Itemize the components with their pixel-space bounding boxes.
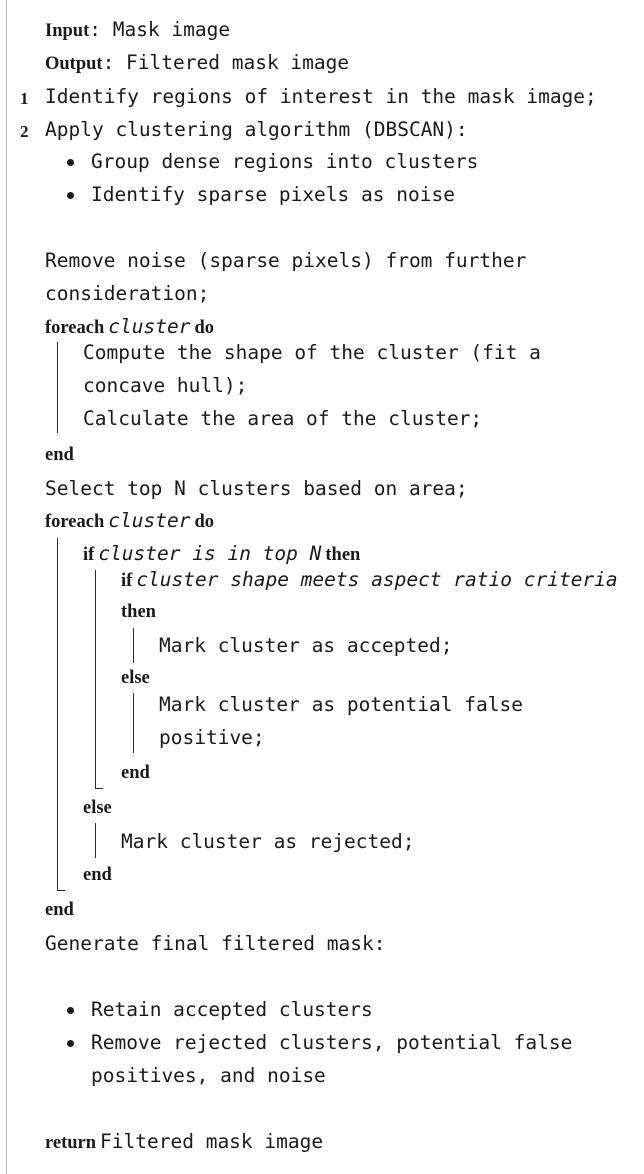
input-line: Input: Mask image bbox=[45, 20, 230, 41]
foreach-keyword: foreach bbox=[45, 318, 105, 338]
do-keyword: do bbox=[194, 512, 214, 532]
bullet-remove-rejected-2: positives, and noise bbox=[91, 1064, 326, 1087]
if-keyword: if bbox=[83, 545, 95, 565]
mark-accepted: Mark cluster as accepted; bbox=[159, 634, 453, 657]
bullet-remove-rejected-1: Remove rejected clusters, potential fals… bbox=[91, 1031, 573, 1054]
loop1-compute-shape-2: concave hull); bbox=[83, 374, 248, 397]
algorithm-frame-border bbox=[6, 0, 7, 1174]
foreach-keyword: foreach bbox=[45, 512, 105, 532]
end-foreach-2: end bbox=[45, 900, 74, 920]
else-keyword: else bbox=[121, 668, 150, 688]
foreach-line-1: foreach cluster do bbox=[45, 317, 214, 338]
bullet-dot bbox=[67, 1007, 74, 1014]
else-keyword: else bbox=[83, 798, 112, 818]
if-shape-line: if cluster shape meets aspect ratio crit… bbox=[121, 570, 640, 591]
step-apply-clustering: Apply clustering algorithm (DBSCAN): bbox=[45, 118, 468, 141]
end-foreach-1: end bbox=[45, 445, 74, 465]
mark-potential-2: positive; bbox=[159, 726, 265, 749]
do-keyword: do bbox=[194, 318, 214, 338]
end-inner-if: end bbox=[121, 763, 150, 783]
input-text: : Mask image bbox=[89, 18, 231, 41]
block-bar-then bbox=[133, 628, 134, 663]
select-top-n: Select top N clusters based on area; bbox=[45, 477, 468, 500]
then-keyword: then bbox=[325, 545, 361, 565]
return-value: Filtered mask image bbox=[100, 1130, 324, 1153]
loop1-compute-shape-1: Compute the shape of the cluster (fit a bbox=[83, 341, 541, 364]
block-bar-foreach-2 bbox=[57, 538, 58, 890]
block-bar-tick bbox=[95, 788, 103, 789]
bullet-retain-accepted: Retain accepted clusters bbox=[91, 998, 373, 1021]
cluster-variable: cluster bbox=[108, 509, 191, 532]
return-keyword: return bbox=[45, 1133, 97, 1153]
block-bar-if-top-n bbox=[95, 570, 96, 788]
remove-noise-line-1: Remove noise (sparse pixels) from furthe… bbox=[45, 249, 527, 272]
if-top-n-line: if cluster is in top N then bbox=[83, 544, 360, 565]
line-number-2: 2 bbox=[20, 122, 29, 141]
bullet-dot bbox=[67, 159, 74, 166]
return-line: return Filtered mask image bbox=[45, 1132, 323, 1153]
foreach-line-2: foreach cluster do bbox=[45, 511, 214, 532]
mark-potential-1: Mark cluster as potential false bbox=[159, 693, 523, 716]
condition-shape: cluster shape meets aspect ratio criteri… bbox=[136, 570, 618, 591]
block-bar-else-rejected bbox=[95, 823, 96, 858]
end-if-top-n: end bbox=[83, 865, 112, 885]
bullet-dot bbox=[67, 192, 74, 199]
output-line: Output: Filtered mask image bbox=[45, 53, 349, 74]
block-bar-foreach-1 bbox=[57, 342, 58, 433]
input-keyword: Input bbox=[45, 21, 90, 41]
cluster-variable: cluster bbox=[108, 315, 191, 338]
then-keyword: then bbox=[121, 602, 156, 622]
remove-noise-line-2: consideration; bbox=[45, 282, 210, 305]
output-text: : Filtered mask image bbox=[102, 51, 350, 74]
line-number-1: 1 bbox=[20, 89, 29, 108]
generate-final-mask: Generate final filtered mask: bbox=[45, 932, 386, 955]
step-identify-regions: Identify regions of interest in the mask… bbox=[45, 85, 597, 108]
block-bar-tick bbox=[57, 890, 65, 891]
bullet-dot bbox=[67, 1040, 74, 1047]
bullet-group-dense: Group dense regions into clusters bbox=[91, 150, 479, 173]
loop1-calculate-area: Calculate the area of the cluster; bbox=[83, 407, 483, 430]
block-bar-else bbox=[133, 693, 134, 753]
mark-rejected: Mark cluster as rejected; bbox=[121, 830, 415, 853]
output-keyword: Output bbox=[45, 54, 103, 74]
condition-top-n: cluster is in top N bbox=[98, 542, 322, 565]
if-keyword: if bbox=[121, 571, 133, 591]
bullet-identify-sparse: Identify sparse pixels as noise bbox=[91, 183, 455, 206]
